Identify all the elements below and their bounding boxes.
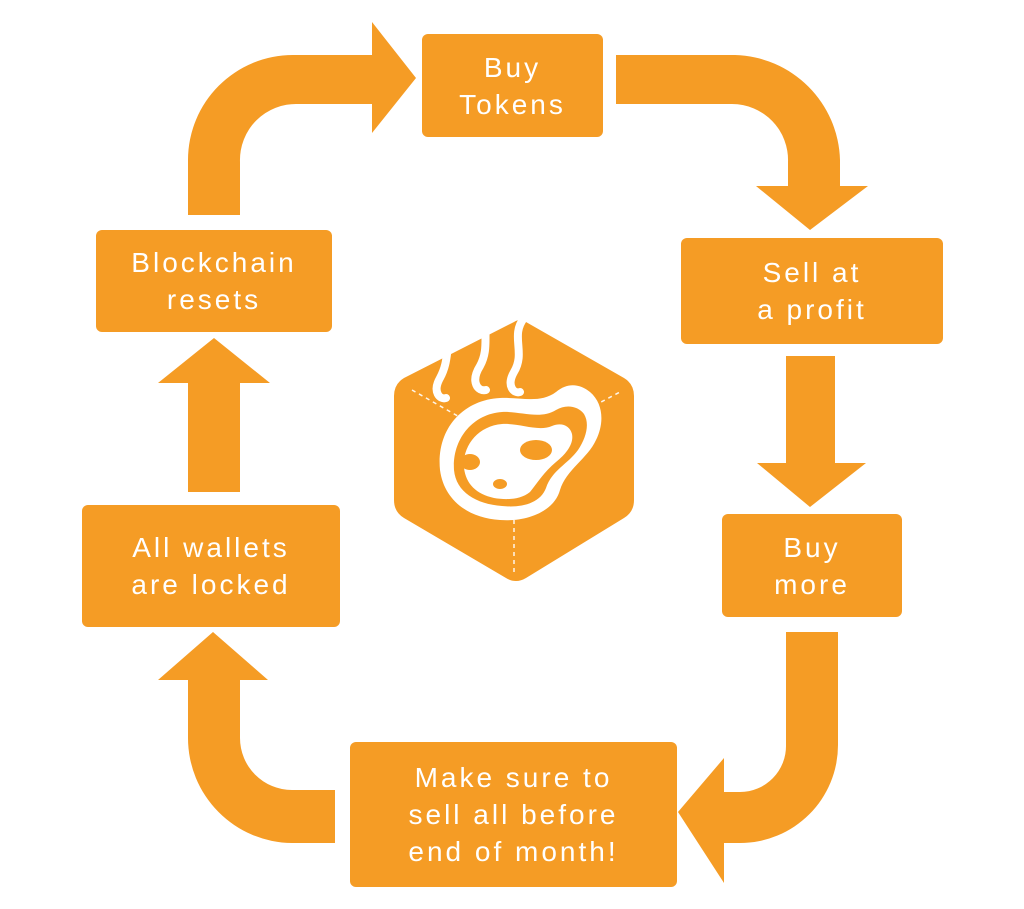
step-blockchain-resets-line1: Blockchain xyxy=(131,247,297,278)
step-blockchain-resets: Blockchain resets xyxy=(96,230,332,332)
step-buy-tokens-line2: Tokens xyxy=(459,88,566,120)
step-buy-tokens-line1: Buy xyxy=(483,51,542,83)
arrow-blockchain-to-buy xyxy=(188,22,416,215)
step-sell-all: Make sure to sell all before end of mont… xyxy=(350,742,677,887)
step-sell-profit-line2: a profit xyxy=(757,294,867,325)
steak-cube-logo-icon xyxy=(394,304,634,581)
arrow-sellall-to-wallets xyxy=(158,632,335,843)
arrow-sell-to-buymore xyxy=(757,356,866,507)
step-wallets-locked-line1: All wallets xyxy=(132,532,290,563)
step-buy-more: Buy more xyxy=(722,514,902,617)
step-blockchain-resets-line2: resets xyxy=(166,284,262,315)
step-sell-all-line3: end of month! xyxy=(408,836,619,867)
step-sell-all-line2: sell all before xyxy=(408,799,619,830)
step-wallets-locked-line2: are locked xyxy=(131,569,291,600)
step-buy-tokens: Buy Tokens xyxy=(422,34,603,137)
arrow-buy-to-sell xyxy=(616,55,868,230)
step-buy-more-line2: more xyxy=(774,568,850,600)
step-sell-profit-line1: Sell at xyxy=(762,257,862,288)
step-sell-all-line1: Make sure to xyxy=(414,762,613,793)
step-buy-more-line1: Buy xyxy=(783,531,841,563)
step-sell-profit: Sell at a profit xyxy=(681,238,943,344)
step-wallets-locked: All wallets are locked xyxy=(82,505,340,627)
arrow-wallets-to-blockchain xyxy=(158,338,270,492)
arrow-buymore-to-sellall xyxy=(678,632,838,883)
